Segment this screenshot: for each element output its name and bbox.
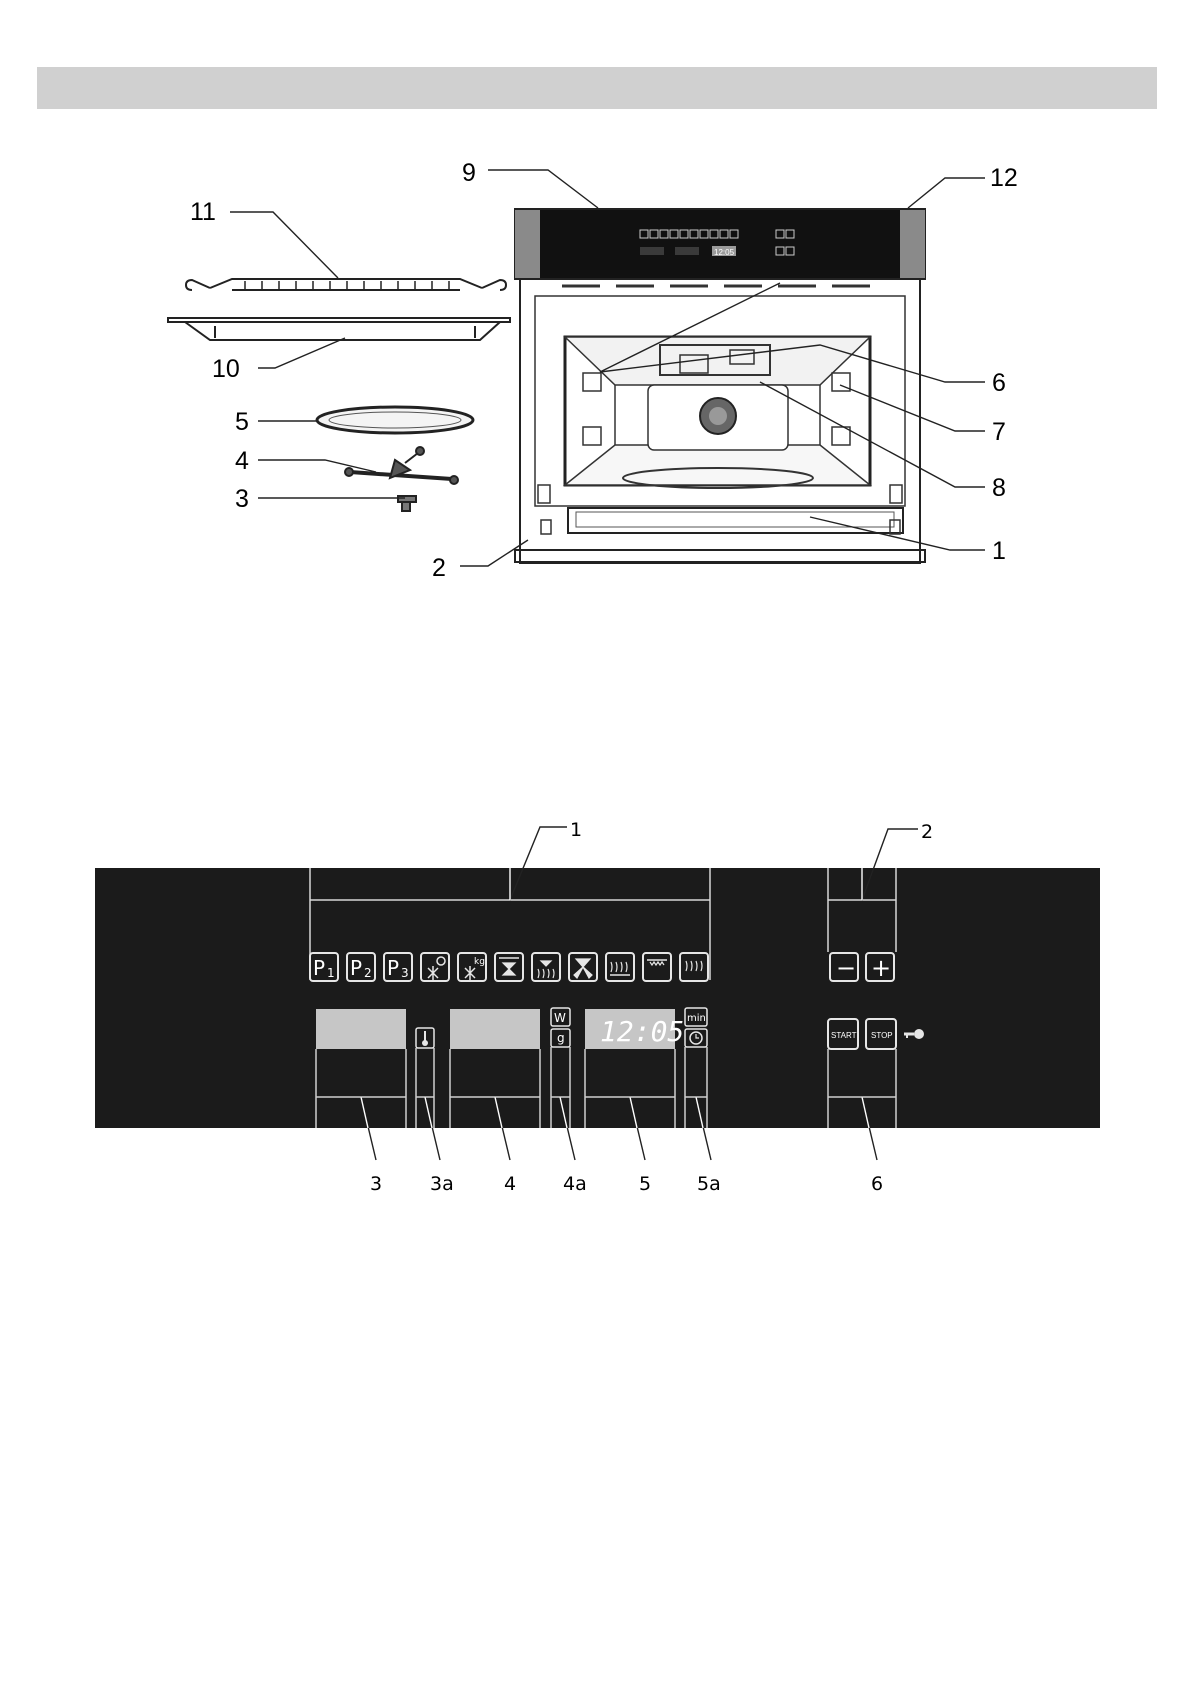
defrost-time-icon[interactable] [420,952,450,982]
panel-callout-1: 1 [570,819,582,841]
panel-callout-5a: 5a [697,1173,721,1195]
panel-callout-4a: 4a [563,1173,587,1195]
door-handle-area [567,507,904,534]
coupler [397,495,417,512]
panel-callout-6: 6 [871,1173,883,1195]
bottom-heat-icon[interactable] [605,952,635,982]
power-weight-display [450,1009,540,1049]
minus-label: − [836,954,856,982]
panel-callout-2: 2 [921,821,933,843]
svg-text:kg: kg [474,957,485,967]
program-sub: 2 [364,966,372,980]
mini-display-row: 12:05 [640,246,795,257]
oven-diagram: 12:05 [514,208,926,564]
program-button-p1[interactable]: P 1 [309,952,339,982]
grill-rack [184,278,508,291]
watt-indicator: W [550,1007,571,1027]
panel-callout-5: 5 [639,1173,651,1195]
callout-2: 2 [432,554,446,582]
key-lock-icon [904,1029,924,1039]
gram-label: g [557,1031,565,1045]
function-buttons: kg [420,952,709,982]
oven-side-trim-right [900,210,925,278]
program-label: P [350,956,362,980]
callout-3: 3 [235,485,249,513]
leader-lines [230,169,985,567]
grill-fan-icon[interactable] [494,952,524,982]
temperature-display [316,1009,406,1049]
plus-label: + [871,954,891,982]
time-display [585,1009,675,1049]
thermometer-icon [415,1027,435,1049]
panel-callout-3: 3 [370,1173,382,1195]
time-display-value: 12:05 [600,1015,684,1048]
callout-10: 10 [212,355,240,383]
clock-icon [684,1028,708,1048]
steam-fan-icon[interactable] [531,952,561,982]
start-label: START [831,1031,857,1040]
minus-button[interactable]: − [829,952,859,982]
panel-callout-3a: 3a [430,1173,454,1195]
grill-element [659,344,771,376]
oven-control-panel [540,210,900,278]
panel-callout-4: 4 [504,1173,516,1195]
minutes-label: min [687,1013,706,1024]
callout-6: 6 [992,369,1006,397]
mini-icon-row [639,229,795,239]
callout-5: 5 [235,408,249,436]
callout-9: 9 [462,159,476,187]
program-sub: 1 [327,966,335,980]
watt-label: W [554,1011,566,1025]
callout-4: 4 [235,447,249,475]
callout-11: 11 [190,198,216,226]
plus-button[interactable]: + [865,952,895,982]
control-panel: P 1 P 2 P 3 kg [95,819,1100,1195]
program-button-p3[interactable]: P 3 [383,952,413,982]
program-label: P [387,956,399,980]
section-header-bar [37,67,1157,109]
control-panel-background [95,868,1100,1128]
stop-label: STOP [871,1031,893,1040]
oven-side-trim-left [515,210,540,278]
program-label: P [313,956,325,980]
minutes-indicator: min [684,1007,708,1027]
accessories [167,278,511,512]
program-buttons: P 1 P 2 P 3 [309,952,413,982]
top-bottom-heat-icon[interactable] [679,952,709,982]
mini-clock: 12:05 [714,248,735,257]
start-button[interactable]: START [827,1018,859,1050]
defrost-weight-icon[interactable]: kg [457,952,487,982]
fan-icon[interactable] [568,952,598,982]
diagram-callouts: 9 12 11 10 5 4 3 2 6 7 8 1 [190,159,1018,582]
program-button-p2[interactable]: P 2 [346,952,376,982]
callout-7: 7 [992,418,1006,446]
lower-guides [315,1047,897,1128]
gram-indicator: g [550,1028,571,1048]
program-sub: 3 [401,966,409,980]
callout-8: 8 [992,474,1006,502]
baking-tray [167,317,511,341]
stop-button[interactable]: STOP [865,1018,897,1050]
roller-support [344,446,459,485]
top-heat-icon[interactable] [642,952,672,982]
turntable-ring [315,405,475,435]
callout-1: 1 [992,537,1006,565]
callout-12: 12 [990,164,1018,192]
